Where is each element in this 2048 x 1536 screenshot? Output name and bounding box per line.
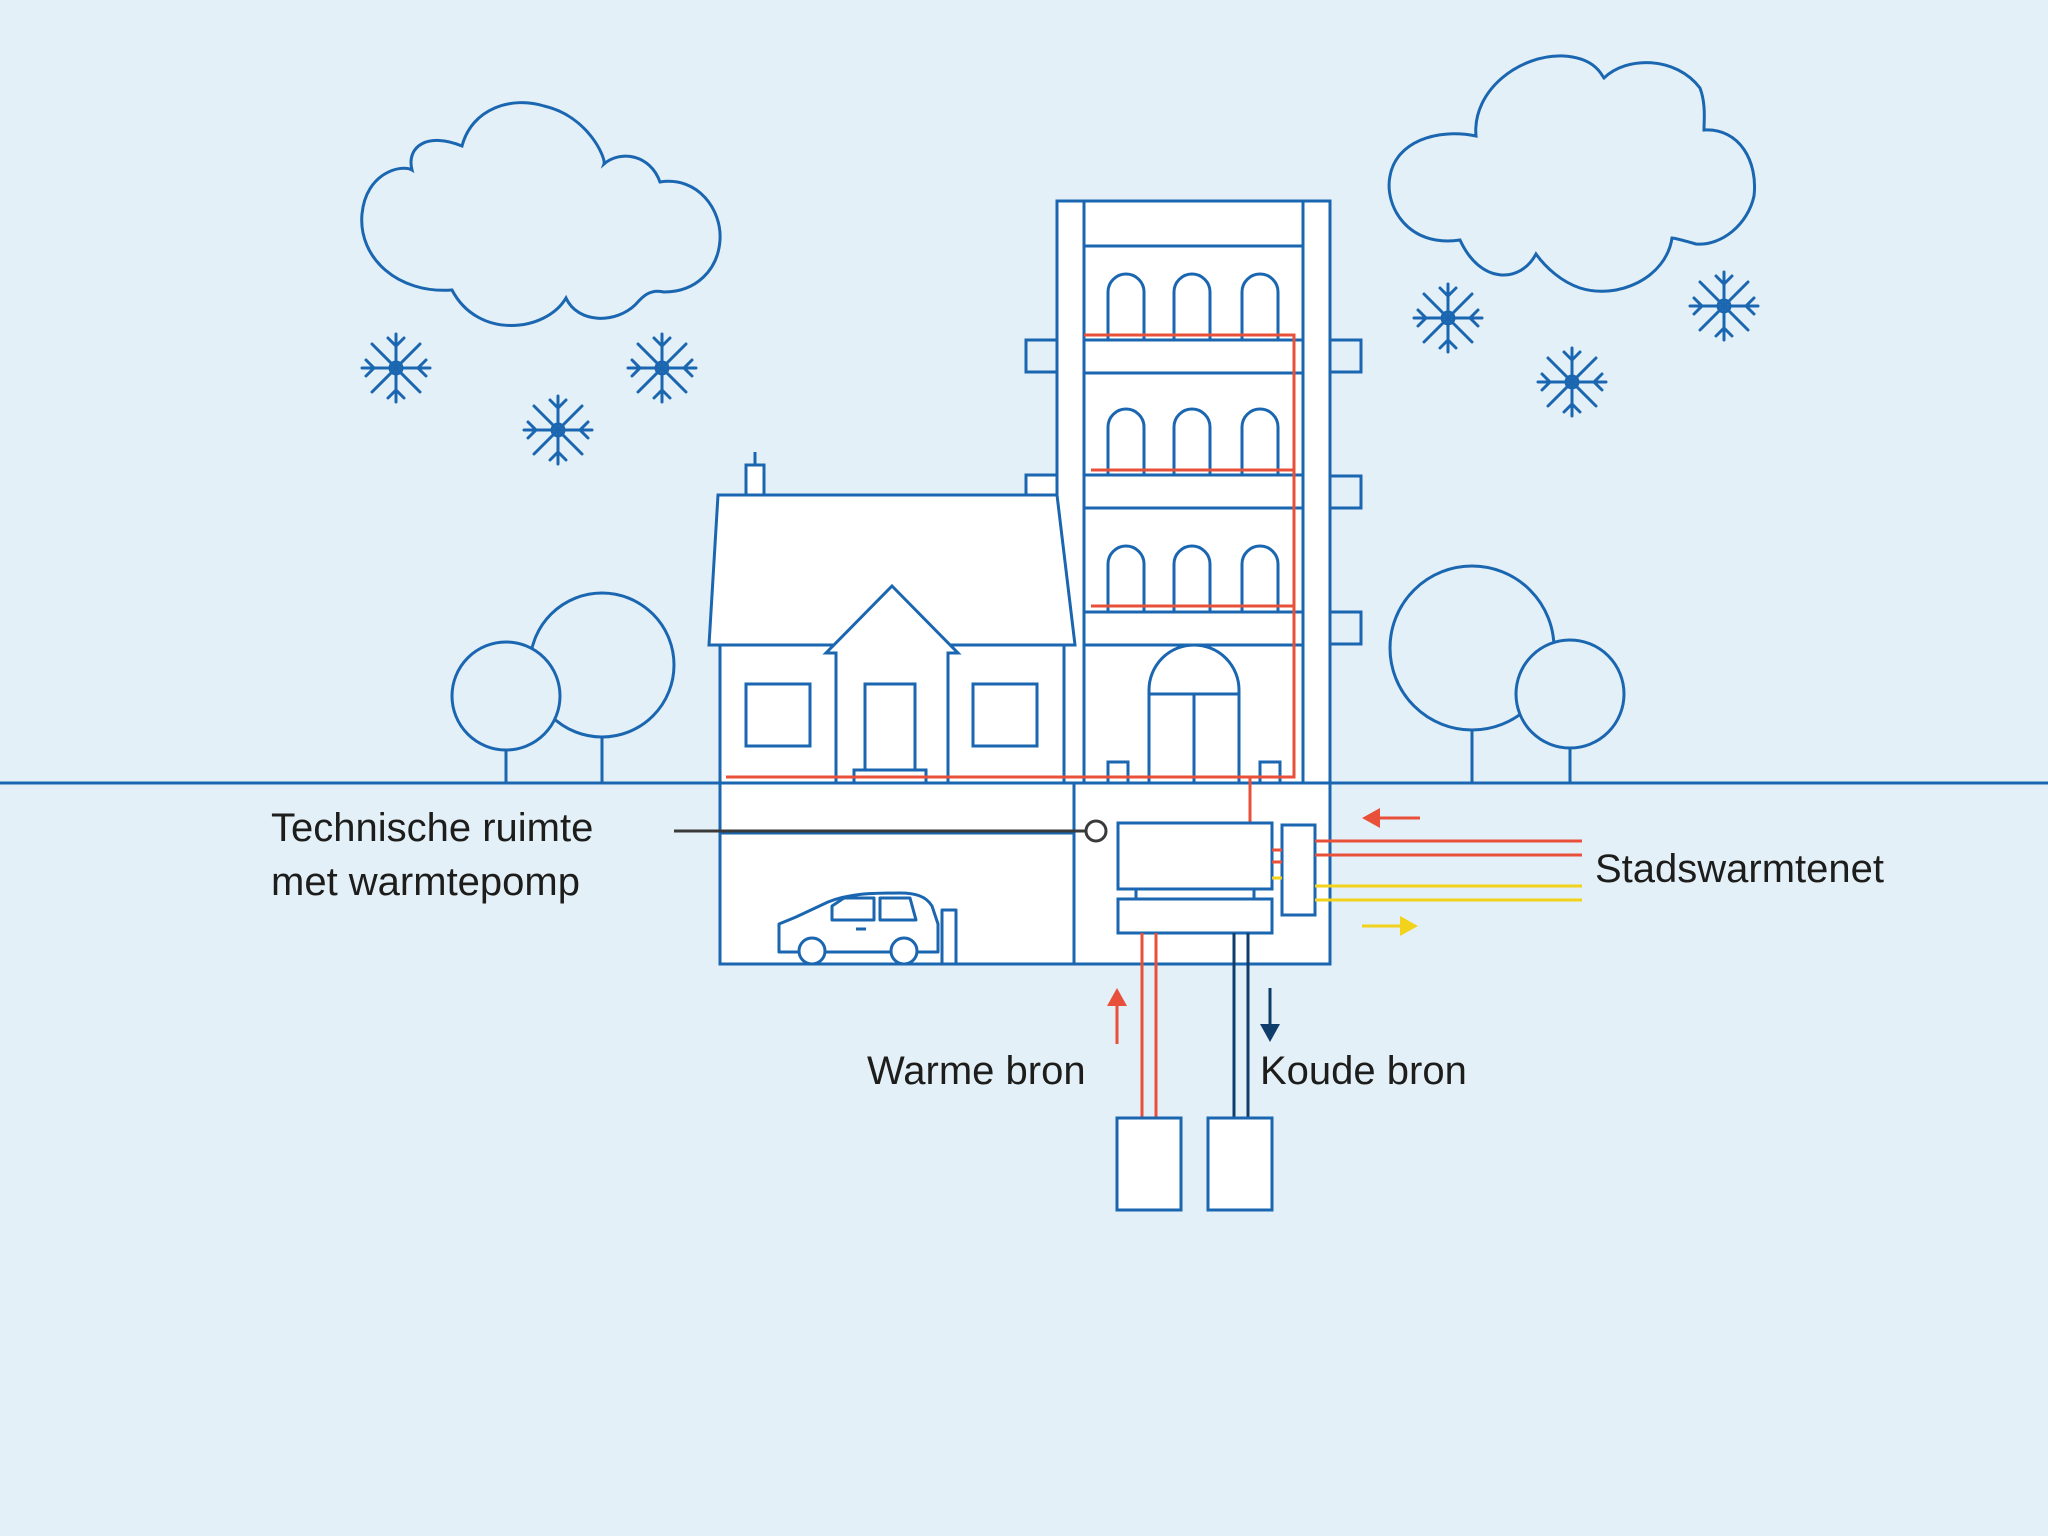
snowflake-icon — [360, 332, 432, 404]
warme-bron-well — [1115, 1116, 1183, 1212]
arrow-icon — [1362, 808, 1420, 828]
snowflake-icon — [1412, 282, 1484, 354]
technische-ruimte-label: Technische ruimte met warmtepomp — [271, 801, 593, 909]
technische-ruimte-line2: met warmtepomp — [271, 860, 580, 904]
koude-bron-well — [1206, 1116, 1274, 1212]
warme-bron-label: Warme bron — [867, 1049, 1086, 1093]
technische-ruimte-connector — [674, 819, 1108, 843]
cloud-icon — [360, 101, 722, 327]
heat-pump-icon — [1116, 821, 1317, 935]
tree-icon — [1388, 564, 1626, 783]
snowflake-icon — [626, 332, 698, 404]
arrow-icon — [1362, 916, 1418, 936]
snowflake-icon — [522, 394, 594, 466]
koude-bron-pipes — [1232, 933, 1250, 1118]
heat-pump-connections — [1272, 848, 1282, 864]
car-icon — [777, 891, 958, 966]
arrow-icon — [1107, 988, 1127, 1044]
technische-ruimte-line1: Technische ruimte — [271, 806, 594, 850]
cloud-icon — [1387, 54, 1757, 293]
house-icon — [707, 452, 1077, 785]
heating-pipes — [726, 333, 1296, 822]
arrow-icon — [1260, 988, 1280, 1042]
koude-bron-label: Koude bron — [1260, 1049, 1467, 1093]
stadswarmtenet-pipes — [1315, 839, 1582, 902]
snowflake-icon — [1688, 270, 1760, 342]
apartment-building-icon — [1024, 199, 1363, 785]
warme-bron-pipes — [1140, 933, 1158, 1118]
stadswarmtenet-label: Stadswarmtenet — [1595, 847, 1885, 891]
snowflake-icon — [1536, 346, 1608, 418]
tree-icon — [450, 591, 676, 783]
